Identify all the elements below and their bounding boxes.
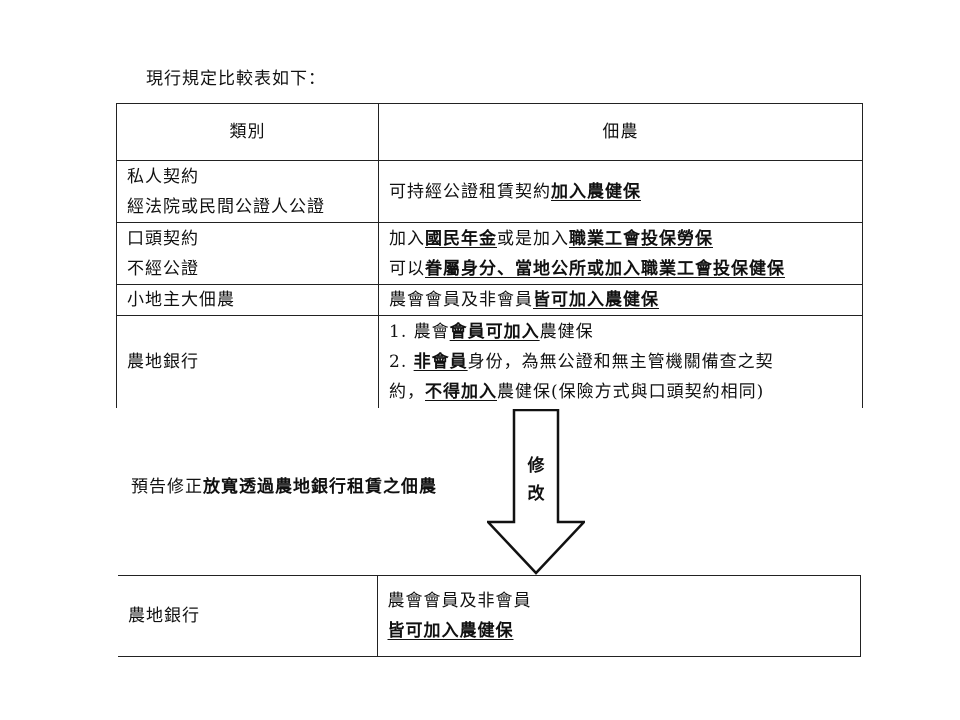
table-header-row: 類別 佃農 [116,103,863,161]
comparison-table: 類別 佃農 私人契約 經法院或民間公證人公證 可持經公證租賃契約加入農健保 口頭… [116,103,863,408]
row-category: 口頭契約 不經公證 [116,222,379,285]
row-category: 私人契約 經法院或民間公證人公證 [116,160,379,223]
row-description: 農會會員及非會員皆可加入農健保 [378,284,863,316]
amendment-note: 預告修正放寬透過農地銀行租賃之佃農 [131,477,437,497]
intro-text: 現行規定比較表如下： [146,69,326,89]
table-row: 私人契約 經法院或民間公證人公證 可持經公證租賃契約加入農健保 [116,160,863,223]
header-tenant-farmer: 佃農 [378,103,863,161]
table-row: 農地銀行 1. 農會會員可加入農健保 2. 非會員身份，為無公證和無主管機關備查… [116,315,863,408]
table-row: 農地銀行 農會會員及非會員 皆可加入農健保 [118,575,861,657]
table-row: 小地主大佃農 農會會員及非會員皆可加入農健保 [116,284,863,316]
row-description: 農會會員及非會員 皆可加入農健保 [376,575,861,657]
header-category: 類別 [116,103,379,161]
row-category: 農地銀行 [118,575,378,657]
row-description: 1. 農會會員可加入農健保 2. 非會員身份，為無公證和無主管機關備查之契 約，… [378,315,863,408]
row-description: 可持經公證租賃契約加入農健保 [378,160,863,223]
down-arrow-icon [487,409,585,575]
row-description: 加入國民年金或是加入職業工會投保勞保 可以眷屬身分、當地公所或加入職業工會投保健… [378,222,863,285]
row-category: 小地主大佃農 [116,284,379,316]
row-category: 農地銀行 [116,315,379,408]
amend-label: 修 改 [527,456,545,504]
table-row: 口頭契約 不經公證 加入國民年金或是加入職業工會投保勞保 可以眷屬身分、當地公所… [116,222,863,285]
amended-table: 農地銀行 農會會員及非會員 皆可加入農健保 [118,575,861,657]
